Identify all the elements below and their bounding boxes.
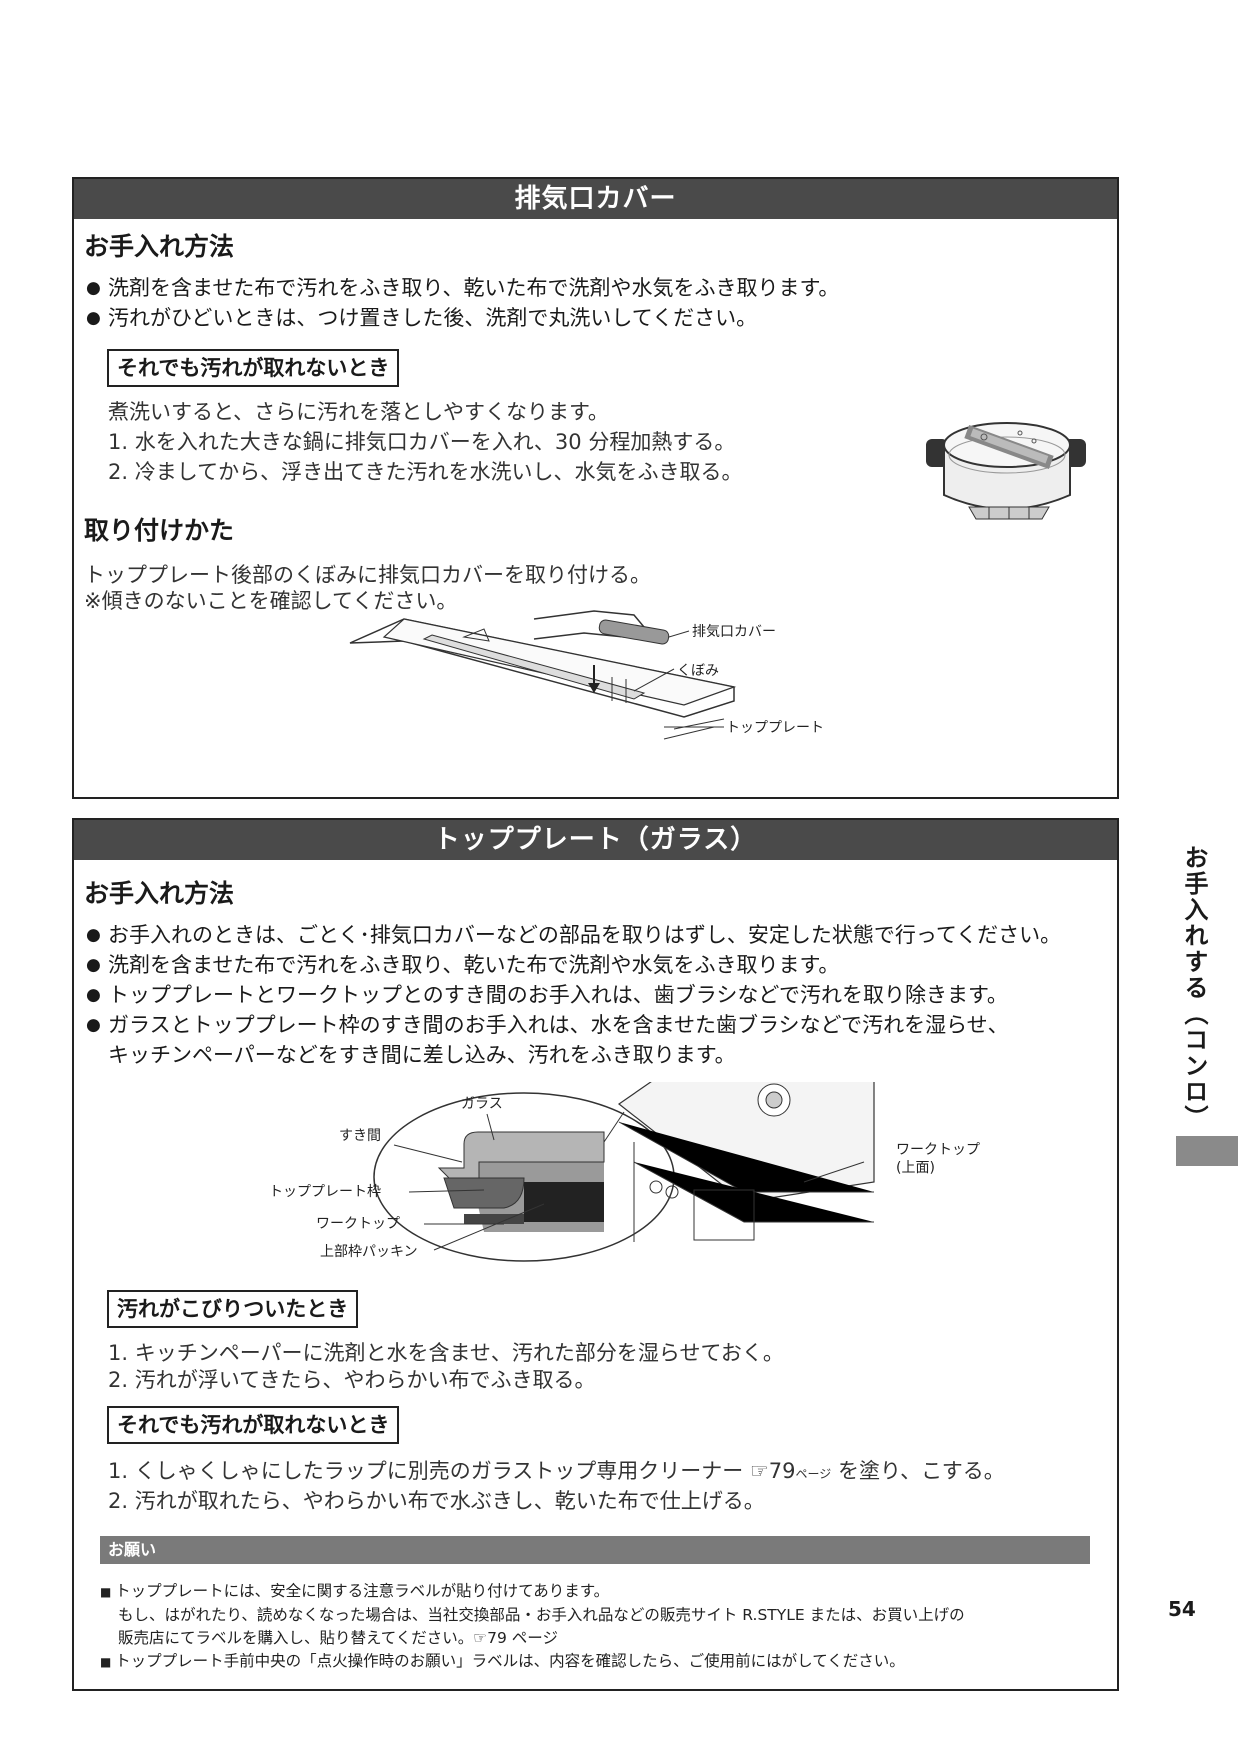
boil-wash-step: 1. 水を入れた大きな鍋に排気口カバーを入れ、30 分程加熱する。 [108, 430, 736, 454]
page-reference: ☞79 [749, 1459, 796, 1483]
request-item: トッププレートには、安全に関する注意ラベルが貼り付けてあります。 [100, 1580, 965, 1604]
worktop-top-label: ワークトップ [896, 1142, 980, 1158]
stuck-stain-step: 2. 汚れが浮いてきたら、やわらかい布でふき取る。 [108, 1368, 596, 1392]
request-list: トッププレートには、安全に関する注意ラベルが貼り付けてあります。 もし、はがれた… [100, 1580, 965, 1674]
chapter-tab-marker [1176, 1136, 1238, 1166]
install-text: トッププレート後部のくぼみに排気口カバーを取り付ける。 ※傾きのないことを確認し… [84, 561, 651, 613]
stubborn-stain-steps: 1. くしゃくしゃにしたラップに別売のガラストップ専用クリーナー ☞79ページ … [108, 1458, 1005, 1515]
pot-illustration [926, 422, 1086, 520]
care-bullet: 洗剤を含ませた布で汚れをふき取り、乾いた布で洗剤や水気をふき取ります。 [86, 273, 839, 303]
packing-label: 上部枠パッキン [320, 1244, 418, 1260]
cover-label: 排気口カバー [692, 624, 776, 640]
request-heading: お願い [100, 1536, 1090, 1564]
chapter-side-tab: お手入れする（コンロ） [1180, 845, 1208, 1131]
section-title: トッププレート（ガラス） [74, 820, 1117, 860]
step-text: 1. くしゃくしゃにしたラップに別売のガラストップ専用クリーナー [108, 1459, 750, 1483]
request-item-cont: もし、はがれたり、読めなくなった場合は、当社交換部品・お手入れ品などの販売サイト… [118, 1606, 965, 1624]
care-bullet: トッププレートとワークトップとのすき間のお手入れは、歯ブラシなどで汚れを取り除き… [86, 980, 1061, 1010]
install-diagram: 排気口カバー くぼみ トッププレート [349, 610, 824, 740]
step-text: を塗り、こする。 [831, 1459, 1005, 1483]
boil-wash-intro: 煮洗いすると、さらに汚れを落としやすくなります。 [108, 400, 609, 424]
boil-wash-step: 2. 冷ましてから、浮き出てきた汚れを水洗いし、水気をふき取る。 [108, 460, 743, 484]
recess-label: くぼみ [677, 663, 719, 679]
care-bullet-list: 洗剤を含ませた布で汚れをふき取り、乾いた布で洗剤や水気をふき取ります。 汚れがひ… [86, 273, 839, 333]
gap-label: すき間 [339, 1128, 381, 1144]
request-item-cont: 販売店にてラベルを購入し、貼り替えてください。☞79 ページ [118, 1629, 558, 1647]
care-bullet: お手入れのときは、ごとく･排気口カバーなどの部品を取りはずし、安定した状態で行っ… [86, 920, 1061, 950]
stubborn-stain-step: 2. 汚れが取れたら、やわらかい布で水ぶきし、乾いた布で仕上げる。 [108, 1489, 765, 1513]
stuck-stain-steps: 1. キッチンペーパーに洗剤と水を含ませ、汚れた部分を湿らせておく。 2. 汚れ… [108, 1340, 784, 1394]
care-bullet-line: キッチンペーパーなどをすき間に差し込み、汚れをふき取ります。 [108, 1043, 736, 1067]
care-bullet: ガラスとトッププレート枠のすき間のお手入れは、水を含ませた歯ブラシなどで汚れを湿… [86, 1010, 1061, 1070]
gap-cross-section-diagram: ガラス すき間 トッププレート枠 ワークトップ 上部枠パッキン ワークトップ (… [269, 1082, 980, 1262]
section-top-plate: トッププレート（ガラス） お手入れ方法 お手入れのときは、ごとく･排気口カバーな… [72, 818, 1119, 1691]
frame-label: トッププレート枠 [269, 1184, 381, 1200]
install-note: ※傾きのないことを確認してください。 [84, 589, 458, 613]
stubborn-stain-box: それでも汚れが取れないとき [107, 349, 400, 387]
care-bullet: 洗剤を含ませた布で汚れをふき取り、乾いた布で洗剤や水気をふき取ります。 [86, 950, 1061, 980]
glass-label: ガラス [461, 1096, 503, 1112]
care-bullet: 汚れがひどいときは、つけ置きした後、洗剤で丸洗いしてください。 [86, 303, 839, 333]
page-number: 54 [1168, 1597, 1196, 1621]
install-instruction: トッププレート後部のくぼみに排気口カバーを取り付ける。 [84, 563, 651, 587]
page-reference-unit: ページ [795, 1467, 832, 1481]
plate-label: トッププレート [726, 720, 824, 736]
stubborn-stain-step: 1. くしゃくしゃにしたラップに別売のガラストップ専用クリーナー ☞79ページ … [108, 1458, 1005, 1488]
care-bullet-list: お手入れのときは、ごとく･排気口カバーなどの部品を取りはずし、安定した状態で行っ… [86, 920, 1061, 1070]
care-bullet-line: ガラスとトッププレート枠のすき間のお手入れは、水を含ませた歯ブラシなどで汚れを湿… [108, 1013, 1009, 1037]
care-heading: お手入れ方法 [84, 879, 235, 908]
section-title: 排気口カバー [74, 179, 1117, 219]
boil-wash-steps: 煮洗いすると、さらに汚れを落としやすくなります。 1. 水を入れた大きな鍋に排気… [108, 397, 742, 487]
care-heading: お手入れ方法 [84, 232, 235, 261]
stubborn-stain-box: それでも汚れが取れないとき [107, 1406, 400, 1444]
section-exhaust-cover: 排気口カバー お手入れ方法 洗剤を含ませた布で汚れをふき取り、乾いた布で洗剤や水… [72, 177, 1119, 799]
request-item: トッププレート手前中央の「点火操作時のお願い」ラベルは、内容を確認したら、ご使用… [100, 1650, 965, 1674]
stuck-stain-box: 汚れがこびりついたとき [107, 1290, 359, 1328]
stuck-stain-step: 1. キッチンペーパーに洗剤と水を含ませ、汚れた部分を湿らせておく。 [108, 1341, 784, 1365]
worktop-label: ワークトップ [316, 1216, 400, 1232]
worktop-top-sublabel: (上面) [896, 1160, 935, 1176]
install-heading: 取り付けかた [84, 516, 235, 545]
